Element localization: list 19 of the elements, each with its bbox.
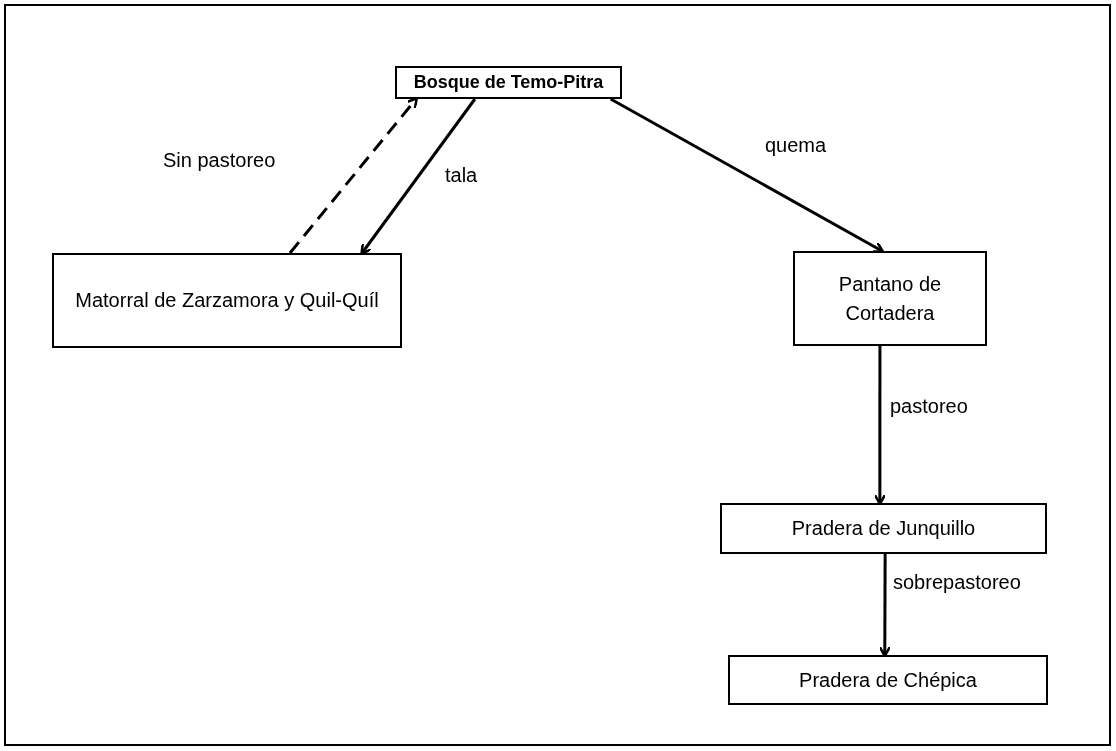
state-box	[52, 253, 402, 348]
edge-label: pastoreo	[890, 396, 968, 416]
state-label: Pantano de Cortadera	[837, 271, 943, 326]
arrow	[288, 97, 418, 254]
edge-label: tala	[445, 165, 478, 185]
state-box	[395, 66, 622, 99]
arrow	[873, 346, 887, 506]
arrow	[878, 554, 892, 658]
edge-label: sobrepastoreo	[893, 572, 1021, 592]
arrow	[360, 98, 477, 256]
state-box	[728, 655, 1048, 705]
state-label: Pradera de Junquillo	[791, 516, 976, 541]
state-label: Pradera de Chépica	[799, 667, 977, 693]
state-box	[793, 251, 987, 346]
state-box	[720, 503, 1047, 554]
state-label: Bosque de Temo-Pitra	[413, 71, 604, 94]
state-label: Matorral de Zarzamora y Quil-Quíl	[75, 288, 379, 313]
arrow	[609, 97, 885, 253]
edge-label: Sin pastoreo	[163, 150, 276, 170]
